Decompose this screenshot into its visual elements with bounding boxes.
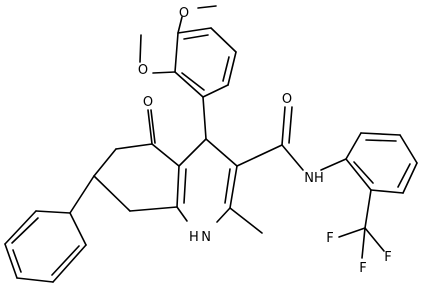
bond-layer [4,5,418,283]
atom-oxygen-methoxy-left: O [138,63,148,78]
atom-label-layer: O O O O NH H N F F F [138,6,392,276]
atom-nitrogen-ring: H N [189,230,211,245]
atom-fluorine-3: F [359,261,366,276]
atom-oxygen-methoxy-top: O [179,6,189,21]
atom-oxygen-ketone: O [143,95,153,110]
atom-fluorine-1: F [326,231,333,246]
atom-oxygen-amide: O [282,92,292,107]
atom-nitrogen-amide: NH [304,171,324,186]
atom-fluorine-2: F [384,250,391,265]
